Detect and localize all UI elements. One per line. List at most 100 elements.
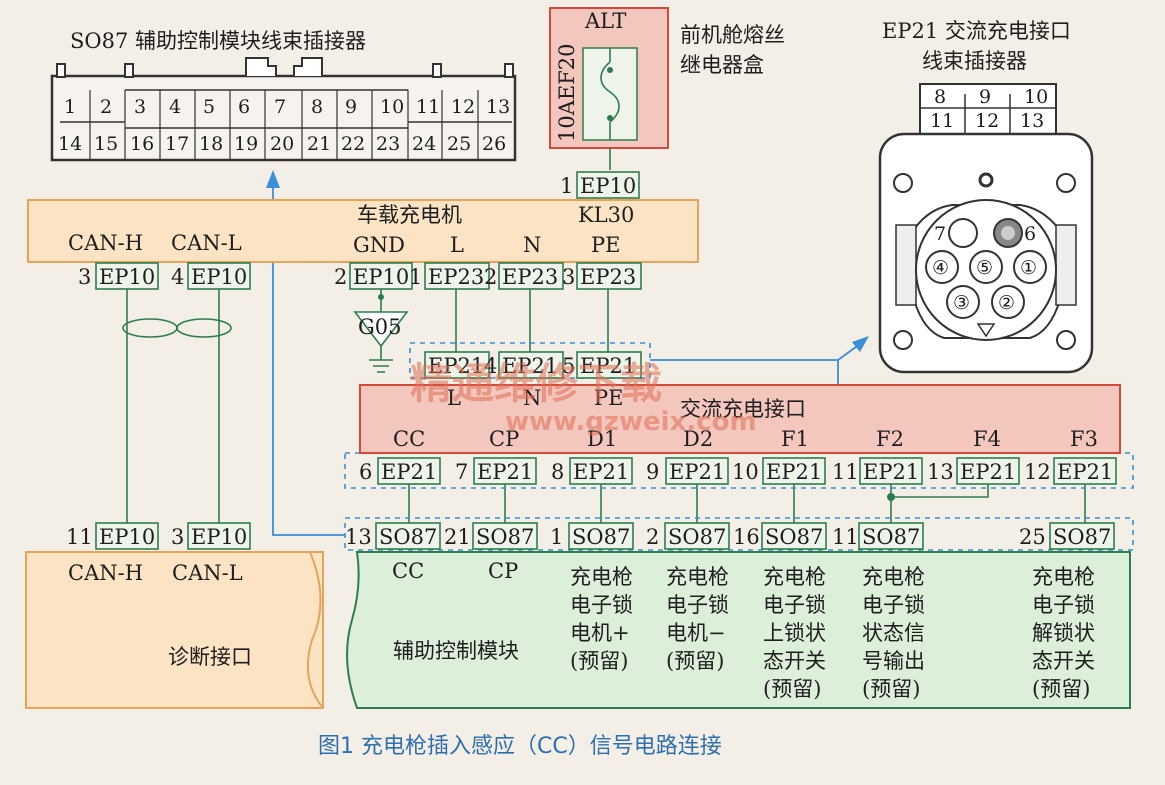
connector-label: EP10 [99,265,155,289]
so87-pin-label: 23 [376,133,400,155]
pin-number: 2 [334,265,347,289]
connector-tag [424,262,490,290]
aux-desc-line: 电子锁 [1032,593,1095,617]
connector-label: EP23 [580,265,636,289]
connector-tag [187,522,251,550]
ac-port-signal-label: F4 [973,427,1001,451]
so87-pin-label: 2 [100,96,112,118]
connector-label: EP21 [502,354,558,378]
ep21-pin-label: 11 [930,110,954,132]
so87-pin-label: 12 [451,96,475,118]
so87-pin-label: 11 [416,96,440,118]
connector-tag [665,457,729,485]
aux-desc-line: (预留) [666,649,724,673]
pin-number: 1 [550,525,563,549]
aux-desc-line: 号输出 [862,649,925,673]
connector-tag [858,522,924,550]
so87-pin-label: 7 [274,96,286,118]
watermark-line1: 精通维修下载 [410,359,662,408]
fuse-out-pin: 1 [560,174,573,198]
connector-label: EP21 [669,460,725,484]
pin-number: 3 [171,525,184,549]
charger-kl30: KL30 [578,203,634,227]
pin-number: 11 [832,525,859,549]
ac-port-signal-label: F1 [781,427,809,451]
aux-desc-line: 态开关 [763,649,826,673]
connector-tag [498,351,564,379]
so87-pin-label: 17 [165,133,189,155]
onboard-charger-box [27,199,699,263]
so87-pin-label: 10 [380,96,404,118]
connector-tag [859,457,923,485]
aux-desc-line: (预留) [862,677,920,701]
ep21-connector-title-line2: 线束插接器 [922,49,1027,73]
pin-number: 3 [562,265,575,289]
ac-port-signal-label: F3 [1070,427,1098,451]
connector-tag [472,522,538,550]
pin-number: 25 [1019,525,1046,549]
aux-module-title: 辅助控制模块 [393,639,519,663]
connector-label: SO87 [668,525,726,549]
so87-pin-label: 24 [412,133,436,155]
ep21-connector-title-line1: EP21 交流充电接口 [882,19,1071,43]
connector-label: EP23 [502,265,558,289]
pin-number: 12 [1024,460,1051,484]
aux-desc-line: 电机− [666,621,726,645]
aux-desc-line: 充电枪 [570,565,633,589]
connector-tag [349,262,413,290]
aux-desc-line: 充电枪 [1032,565,1095,589]
fuse-box-title-line1: 前机舱熔丝 [680,23,785,47]
pin-number: 1 [409,265,422,289]
diag-can-h: CAN-H [68,561,143,585]
ac-port-signal-label: F2 [876,427,904,451]
so87-pin-label: 16 [130,133,154,155]
fuse-out-connector [576,171,640,199]
so87-pin-label: 5 [203,96,215,118]
aux-desc-line: (预留) [1032,677,1090,701]
charger-l: L [450,233,464,257]
ac-port-signal-label: CC [393,427,425,451]
socket-pin-1: ① [1020,257,1037,279]
connector-label: SO87 [765,525,823,549]
pin-number: 10 [732,460,759,484]
aux-desc-line: 电子锁 [666,593,729,617]
so87-pin-label: 15 [94,133,118,155]
pin-number: 16 [733,525,760,549]
aux-desc-line: 充电枪 [862,565,925,589]
socket-pin-3: ③ [953,292,970,314]
charger-can-h: CAN-H [68,231,143,255]
pin-number: 5 [562,354,575,378]
so87-connector-title: SO87 辅助控制模块线束插接器 [70,29,366,53]
so87-pin-label: 4 [169,96,181,118]
connector-label: EP21 [863,460,919,484]
connector-tag [664,522,730,550]
watermark: 精通维修下载 www.gzweix.com [410,359,757,437]
connector-tag [424,351,490,379]
socket-pin-4: ④ [932,257,949,279]
pin-number: 2 [646,525,659,549]
connector-label: EP21 [428,354,484,378]
connector-label: SO87 [476,525,534,549]
aux-desc-line: (预留) [570,649,628,673]
so87-pin-label: 18 [199,133,223,155]
pin-number: 13 [927,460,954,484]
ac-port-top-label-n: N [523,386,541,410]
connector-label: EP21 [766,460,822,484]
connector-tag [473,457,537,485]
diag-can-l: CAN-L [172,561,243,585]
aux-desc-line: 电机+ [570,621,630,645]
connector-tag [187,262,251,290]
so87-pin-label: 13 [486,96,510,118]
pin-number: 4 [484,354,497,378]
ep21-pin-label: 8 [934,86,946,108]
connector-label: EP23 [428,265,484,289]
ac-port-top-label-pe: PE [594,386,623,410]
connector-label: EP21 [381,460,437,484]
